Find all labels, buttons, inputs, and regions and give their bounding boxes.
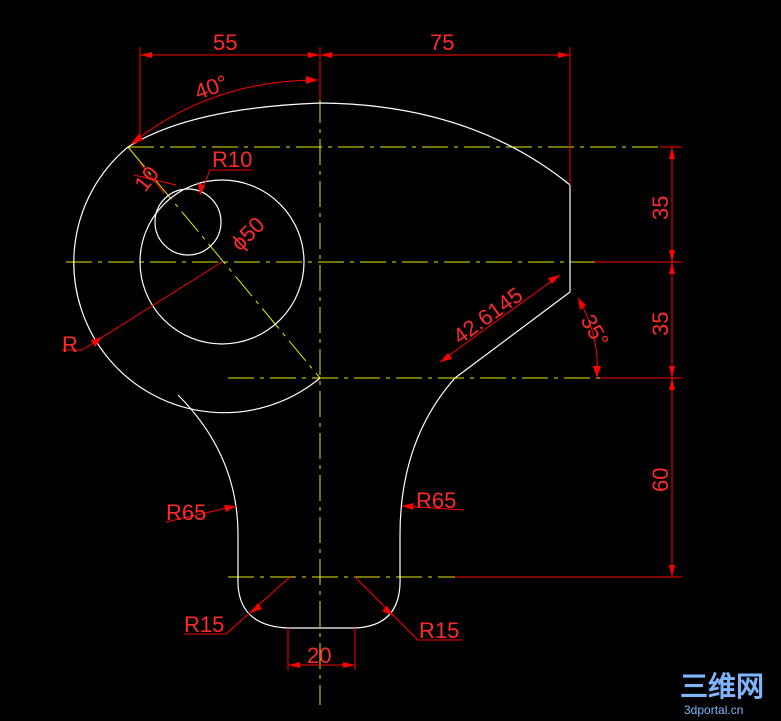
arrow-bottom-2 [343, 662, 355, 668]
arrow-r-5 [669, 378, 675, 390]
dim-r-leader [81, 261, 223, 351]
arrow-top-2 [308, 52, 320, 58]
watermark-logo: 三维网 [680, 671, 764, 702]
dim-text-r15-left: R15 [184, 612, 224, 637]
dim-text-r65-right: R65 [416, 488, 456, 513]
arrow-r65-right [402, 503, 414, 510]
dim-r65-left-leader [165, 505, 237, 523]
arrow-r65-left [224, 505, 236, 512]
arrow-top-3 [320, 52, 332, 58]
arrow-angle-35-a [593, 366, 601, 378]
left-neck-arc [177, 394, 239, 577]
dimensions: 55 75 40° 35 35 60 42.6145 35° [62, 30, 682, 670]
right-foot-arc [354, 576, 401, 629]
arrow-r-1 [669, 147, 675, 159]
dim-text-42-6145: 42.6145 [448, 282, 527, 349]
centerlines [66, 55, 660, 705]
arrow-r-2 [669, 250, 675, 262]
outer-arc [73, 146, 321, 414]
arrow-angle-40-b [130, 134, 143, 145]
dim-angle-40-arc [129, 79, 319, 146]
arrow-top-1 [140, 52, 152, 58]
dim-slant-line [439, 274, 561, 363]
dim-text-10: 10 [129, 161, 164, 196]
arrow-r-4 [669, 366, 675, 378]
dim-text-r15-right: R15 [419, 618, 459, 643]
small-circle [154, 188, 222, 256]
dim-text-r10: R10 [212, 147, 252, 172]
dim-text-20: 20 [307, 643, 331, 668]
centerline-diagonal [127, 146, 321, 379]
slant-edge [454, 291, 571, 379]
part-outline [73, 102, 571, 629]
watermark: 三维网 3dportal.cn [680, 671, 764, 717]
dim-text-55: 55 [213, 30, 237, 55]
top-arc [127, 102, 571, 186]
arrow-r15-right [382, 606, 394, 616]
arrow-angle-35-b [578, 298, 586, 310]
right-neck-arc [399, 377, 456, 577]
arrow-r-6 [669, 565, 675, 577]
dim-text-phi50: ϕ50 [226, 212, 270, 256]
dim-10-ext-1 [139, 162, 165, 194]
hole-circle [139, 179, 305, 345]
arrow-slant-2 [440, 353, 452, 362]
dim-10-line [133, 174, 177, 186]
arrow-slant-1 [548, 275, 560, 284]
watermark-site: 3dportal.cn [684, 703, 743, 717]
dim-text-r: R [62, 332, 78, 357]
arrow-r15-left [250, 603, 262, 613]
arrow-r-3 [669, 262, 675, 274]
dim-text-35-middle: 35 [648, 312, 673, 336]
dim-text-35deg: 35° [576, 310, 614, 351]
arrow-r-large [91, 337, 102, 347]
dim-text-60: 60 [648, 468, 673, 492]
dim-text-35-upper: 35 [648, 196, 673, 220]
arrow-top-4 [558, 52, 570, 58]
arrow-bottom-1 [288, 662, 300, 668]
dim-text-r65-left: R65 [166, 500, 206, 525]
dim-text-40deg: 40° [191, 70, 231, 105]
dim-text-75: 75 [430, 30, 454, 55]
left-foot-arc [237, 576, 289, 629]
arrow-r10 [198, 183, 205, 195]
arrow-angle-40-a [306, 76, 318, 84]
